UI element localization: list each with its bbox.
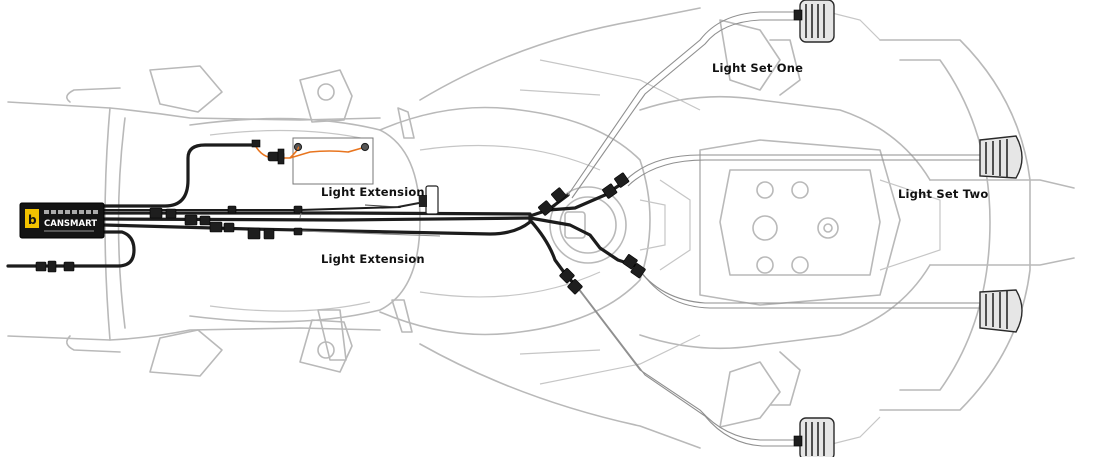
controller-led-row	[44, 210, 98, 214]
battery-positive-lead	[254, 144, 363, 159]
ring-terminal	[360, 142, 370, 152]
label-light-set-two: Light Set Two	[898, 187, 988, 201]
main-harness	[6, 143, 638, 288]
lamp-wires	[299, 11, 980, 447]
battery	[292, 137, 374, 185]
controller-logo-block	[25, 209, 39, 228]
label-light-extension-upper: Light Extension	[321, 185, 425, 199]
lamp-set-one-lower	[793, 417, 835, 457]
svg-text:b: b	[28, 213, 37, 227]
lamp-set-one-upper	[793, 0, 835, 43]
label-light-set-one: Light Set One	[712, 61, 803, 75]
connectors	[35, 172, 646, 295]
lamp-set-two-upper	[979, 135, 1023, 179]
controller-brand: CANSMART	[44, 219, 97, 229]
label-light-extension-lower: Light Extension	[321, 252, 425, 266]
motorcycle-outline	[7, 7, 1075, 449]
extension-switch	[364, 185, 439, 215]
lamp-set-two-lower	[979, 289, 1023, 333]
ring-terminal	[293, 142, 303, 152]
cansmart-controller: b CANSMART	[19, 202, 105, 239]
